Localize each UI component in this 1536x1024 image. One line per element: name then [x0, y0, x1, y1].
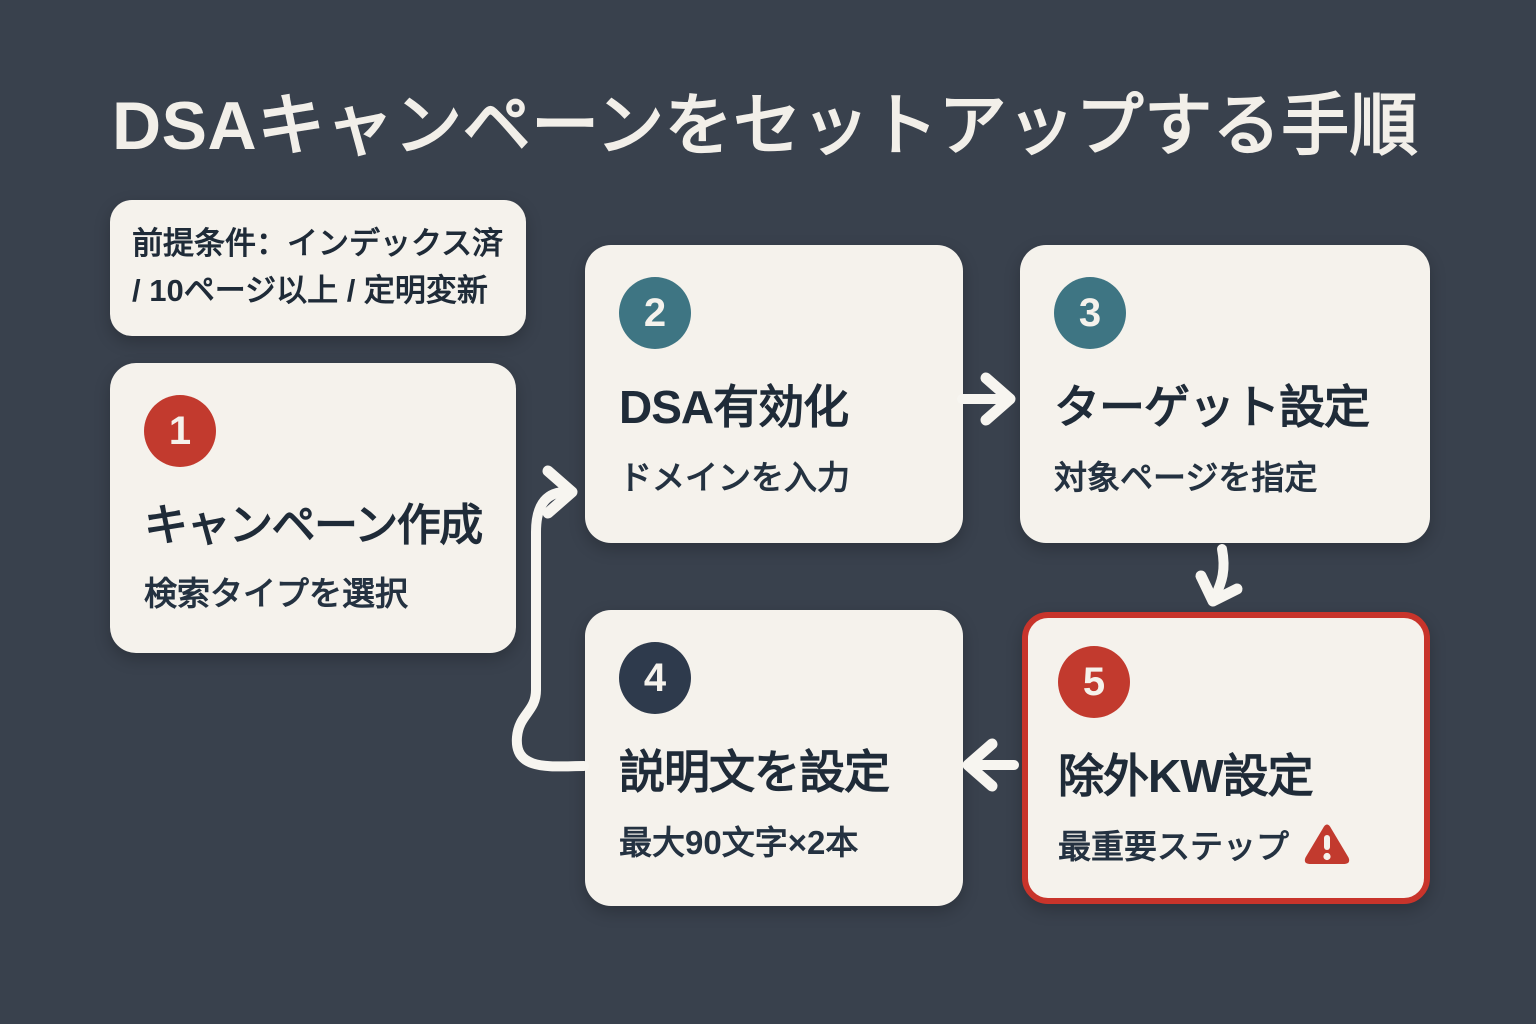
step-3-subtitle-text: 対象ページを指定	[1054, 459, 1318, 496]
prerequisite-note: 前提条件：インデックス済 / 10ページ以上 / 定明変新	[110, 200, 526, 336]
step-card-3: 3 ターゲット設定 対象ページを指定	[1020, 245, 1430, 543]
arrow-step2-to-step3	[957, 372, 1016, 426]
page-title: DSAキャンペーンをセットアップする手順	[112, 88, 1419, 164]
step-3-number-badge: 3	[1054, 277, 1126, 349]
step-card-5-highlighted: 5 除外KW設定 最重要ステップ	[1022, 612, 1430, 904]
step-1-number-badge: 1	[144, 395, 216, 467]
arrow-step5-to-step4	[962, 738, 1019, 792]
step-5-number-badge: 5	[1058, 646, 1130, 718]
step-4-subtitle: 最大90文字×2本	[619, 816, 929, 864]
warning-icon	[1304, 824, 1350, 864]
step-2-subtitle-text: ドメインを入力	[619, 459, 850, 496]
step-5-title: 除外KW設定	[1058, 750, 1314, 802]
step-4-number-badge: 4	[619, 642, 691, 714]
arrow-step3-to-step5	[1195, 544, 1243, 607]
step-3-title: ターゲット設定	[1054, 381, 1370, 433]
step-2-number-badge: 2	[619, 277, 691, 349]
step-2-title: DSA有効化	[619, 381, 849, 433]
step-1-subtitle-text: 検索タイプを選択	[144, 575, 408, 612]
step-4-title: 説明文を設定	[619, 746, 890, 798]
prerequisite-line-1: 前提条件：インデックス済	[132, 226, 504, 261]
prerequisite-line-2: / 10ページ以上 / 定明変新	[132, 273, 488, 309]
step-card-4: 4 説明文を設定 最大90文字×2本	[585, 610, 963, 906]
step-card-2: 2 DSA有効化 ドメインを入力	[585, 245, 963, 543]
arrow-step4-to-step2	[511, 465, 589, 772]
step-1-subtitle: 検索タイプを選択	[144, 567, 482, 615]
step-5-subtitle-text: 最重要ステップ	[1058, 828, 1289, 865]
step-5-subtitle: 最重要ステップ	[1058, 820, 1394, 868]
step-3-subtitle: 対象ページを指定	[1054, 451, 1396, 499]
step-card-1: 1 キャンペーン作成 検索タイプを選択	[110, 363, 516, 653]
step-1-title: キャンペーン作成	[144, 501, 483, 550]
step-2-subtitle: ドメインを入力	[619, 451, 929, 499]
step-4-subtitle-text: 最大90文字×2本	[619, 824, 859, 861]
